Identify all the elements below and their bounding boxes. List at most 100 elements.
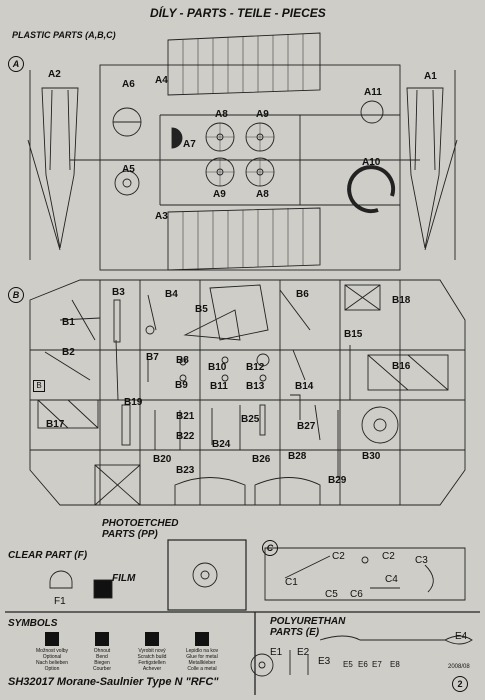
label-b23: B23	[176, 465, 195, 476]
part-b23-shape	[174, 477, 246, 506]
label-c5: C5	[325, 589, 338, 600]
symbol-scratch-text: Vyrobit nový Scratch build Fertigstellen…	[137, 648, 167, 672]
footer-date: 2008/08	[448, 664, 470, 670]
symbol-bend-text: Ohnout Bend Biegen Courber	[92, 648, 112, 672]
part-a2-shape	[41, 87, 79, 249]
label-e5: E5	[343, 660, 353, 669]
plastic-parts-heading: PLASTIC PARTS (A,B,C)	[12, 30, 116, 40]
label-b5: B5	[195, 304, 208, 315]
polyurethan-heading: POLYURETHAN PARTS (E)	[270, 616, 346, 638]
label-b21: B21	[176, 411, 195, 422]
photoetched-heading: PHOTOETCHED PARTS (PP)	[102, 518, 179, 540]
label-b25: B25	[241, 414, 260, 425]
wheel-group	[205, 122, 275, 187]
label-b24: B24	[212, 439, 231, 450]
section-b-marker: B	[8, 287, 24, 303]
label-e7: E7	[372, 660, 382, 669]
part-a10-shape	[347, 165, 396, 214]
part-b18-shape	[344, 284, 381, 311]
part-e1-shape	[250, 653, 274, 677]
part-a4-shape	[167, 32, 321, 96]
label-c6: C6	[350, 589, 363, 600]
label-c2-left: C2	[332, 551, 345, 562]
label-a8-top: A8	[215, 109, 228, 120]
symbols-heading: SYMBOLS	[8, 618, 58, 629]
label-b3: B3	[112, 287, 125, 298]
label-b1: B1	[62, 317, 75, 328]
label-a6: A6	[122, 79, 135, 90]
label-c4: C4	[385, 574, 398, 585]
part-a5-shape	[114, 170, 140, 196]
label-b20: B20	[153, 454, 172, 465]
section-a-marker: A	[8, 56, 24, 72]
label-e8: E8	[390, 660, 400, 669]
glue-metal-icon	[195, 632, 209, 646]
label-b22: B22	[176, 431, 195, 442]
part-e4-shape	[319, 635, 473, 645]
label-c2-right: C2	[382, 551, 395, 562]
label-b4: B4	[165, 289, 178, 300]
label-a1: A1	[424, 71, 437, 82]
label-a2: A2	[48, 69, 61, 80]
label-e3: E3	[318, 656, 331, 667]
label-e4: E4	[455, 631, 468, 642]
part-f1-shape	[49, 570, 73, 589]
label-a5: A5	[122, 164, 135, 175]
label-b14: B14	[295, 381, 314, 392]
label-a10: A10	[362, 157, 381, 168]
label-e6: E6	[358, 660, 368, 669]
sprue-frame-c	[264, 547, 466, 601]
symbol-glue-text: Lepidlo na kov Glue for metal Metallkleb…	[185, 648, 219, 672]
section-c-marker: C	[262, 540, 278, 556]
label-c1: C1	[285, 577, 298, 588]
page-number: 2	[452, 676, 468, 692]
label-a11: A11	[364, 87, 382, 98]
label-b30: B30	[362, 451, 381, 462]
label-c3: C3	[415, 555, 428, 566]
label-b28: B28	[288, 451, 307, 462]
label-b11: B11	[210, 381, 228, 392]
b-small-marker: B	[33, 380, 45, 392]
label-b8: B8	[176, 355, 189, 366]
label-a9-bottom: A9	[213, 189, 226, 200]
label-b13: B13	[246, 381, 265, 392]
label-a7: A7	[183, 139, 196, 150]
label-b18: B18	[392, 295, 411, 306]
part-b30-shape	[361, 406, 399, 444]
footer-code: SH32017 Morane-Saulnier Type N "RFC"	[8, 676, 219, 688]
label-b19: B19	[124, 397, 143, 408]
part-a11-shape	[360, 100, 384, 124]
part-a7-shape	[171, 127, 183, 149]
label-b12: B12	[246, 362, 265, 373]
sprue-frame-a	[99, 64, 401, 271]
label-b27: B27	[297, 421, 316, 432]
label-a3: A3	[155, 211, 168, 222]
film-box	[93, 579, 113, 599]
bend-icon	[95, 632, 109, 646]
label-a8-bottom: A8	[256, 189, 269, 200]
label-b29: B29	[328, 475, 347, 486]
label-b26: B26	[252, 454, 271, 465]
label-b15: B15	[344, 329, 363, 340]
label-b2: B2	[62, 347, 75, 358]
part-a1-shape	[406, 87, 444, 249]
part-a3-shape	[167, 207, 321, 271]
optional-icon	[45, 632, 59, 646]
label-b9: B9	[175, 380, 188, 391]
label-b16: B16	[392, 361, 411, 372]
film-heading: FILM	[112, 573, 136, 584]
clear-part-heading: CLEAR PART (F)	[8, 550, 88, 561]
photoetched-fret	[167, 539, 247, 611]
label-e2: E2	[297, 647, 310, 658]
label-b6: B6	[296, 289, 309, 300]
label-b10: B10	[208, 362, 227, 373]
label-b17: B17	[46, 419, 65, 430]
label-a4: A4	[155, 75, 168, 86]
page-title: DÍLY - PARTS - TEILE - PIECES	[150, 6, 326, 20]
label-e1: E1	[270, 647, 283, 658]
scratch-build-icon	[145, 632, 159, 646]
label-b7: B7	[146, 352, 159, 363]
symbol-optional-text: Možnost volby Optional Nach belieben Opt…	[36, 648, 68, 672]
label-f1: F1	[54, 596, 66, 607]
